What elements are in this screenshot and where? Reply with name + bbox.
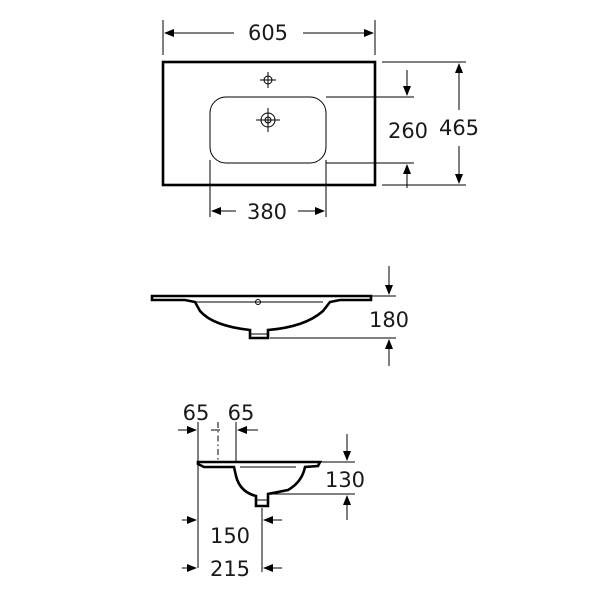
bowl-depth-260-label: 260: [388, 119, 428, 143]
offset-65-left-label: 65: [183, 401, 210, 425]
bowl-height-130-label: 130: [325, 468, 365, 492]
bowl-outline: [209, 96, 327, 164]
width-605-label: 605: [248, 21, 288, 45]
front-profile: [150, 294, 373, 340]
side-profile: [196, 460, 323, 508]
height-180-label: 180: [369, 308, 409, 332]
basin-outline: [161, 60, 377, 187]
side-view: 65 65 130 150 215: [178, 401, 365, 581]
drain-150-label: 150: [210, 524, 250, 548]
drain-icon: [256, 108, 280, 132]
bowl-width-380-label: 380: [247, 200, 287, 224]
offset-65-right-label: 65: [228, 401, 255, 425]
front-view: 180: [150, 266, 409, 366]
tap-hole-icon: [260, 72, 276, 88]
depth-465-label: 465: [439, 116, 479, 140]
top-view: 605 465 260 380: [161, 20, 479, 224]
total-depth-215-label: 215: [210, 557, 250, 581]
